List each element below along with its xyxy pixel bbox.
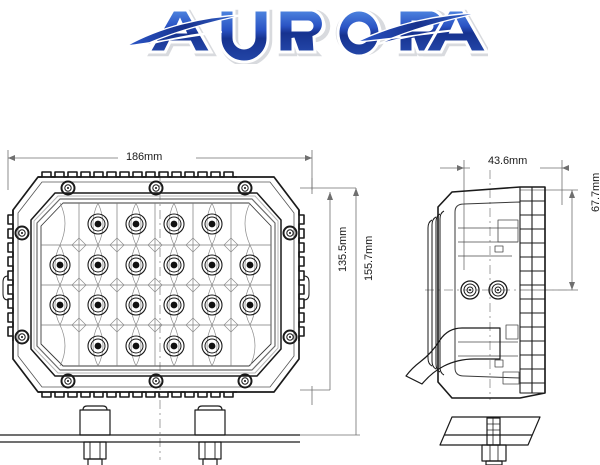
side-internal-detail xyxy=(458,219,520,385)
led-row-4 xyxy=(87,335,223,357)
dim-overall-width: 186mm xyxy=(126,151,163,163)
logo-wordmark xyxy=(125,8,488,64)
logo-swoosh-left xyxy=(125,14,245,48)
side-body-outline xyxy=(437,186,546,399)
housing-screws xyxy=(14,180,298,389)
front-view xyxy=(0,171,310,465)
bezel-frame-inner xyxy=(36,198,276,371)
bezel-frame-highlight xyxy=(33,195,279,374)
mounting-stud-left xyxy=(79,405,111,465)
housing-outline xyxy=(12,176,300,393)
lens-panel xyxy=(40,202,272,367)
led-row-3 xyxy=(49,294,261,316)
side-view xyxy=(405,186,546,465)
heat-sink-fins xyxy=(519,186,546,394)
dim-body-depth: 43.6mm xyxy=(488,155,528,167)
aurora-logo xyxy=(118,2,488,64)
heat-sink-serration xyxy=(38,171,237,398)
led-row-1 xyxy=(87,213,223,235)
mounting-stud-right xyxy=(194,405,226,465)
bezel-frame-outer xyxy=(30,192,282,377)
side-tabs xyxy=(2,275,310,301)
bracket-bolt-outer xyxy=(460,280,480,300)
housing-outline-inner xyxy=(17,181,295,388)
led-array xyxy=(49,213,261,357)
dim-body-height: 67.7mm xyxy=(590,172,600,212)
lens-face-stack xyxy=(427,210,445,376)
reflector-grid xyxy=(41,203,271,366)
side-base-plate xyxy=(439,416,541,465)
mounting-bracket-front xyxy=(0,405,300,465)
bracket-bolt-inner xyxy=(488,280,508,300)
led-row-2 xyxy=(49,254,261,276)
technical-drawing xyxy=(0,60,600,465)
side-mounting-bracket xyxy=(405,280,508,385)
logo-swoosh-right xyxy=(355,12,481,46)
dim-overall-height: 155.7mm xyxy=(363,235,375,281)
heat-sink-serration-side xyxy=(7,210,305,341)
dim-lens-height: 135.5mm xyxy=(337,226,349,272)
